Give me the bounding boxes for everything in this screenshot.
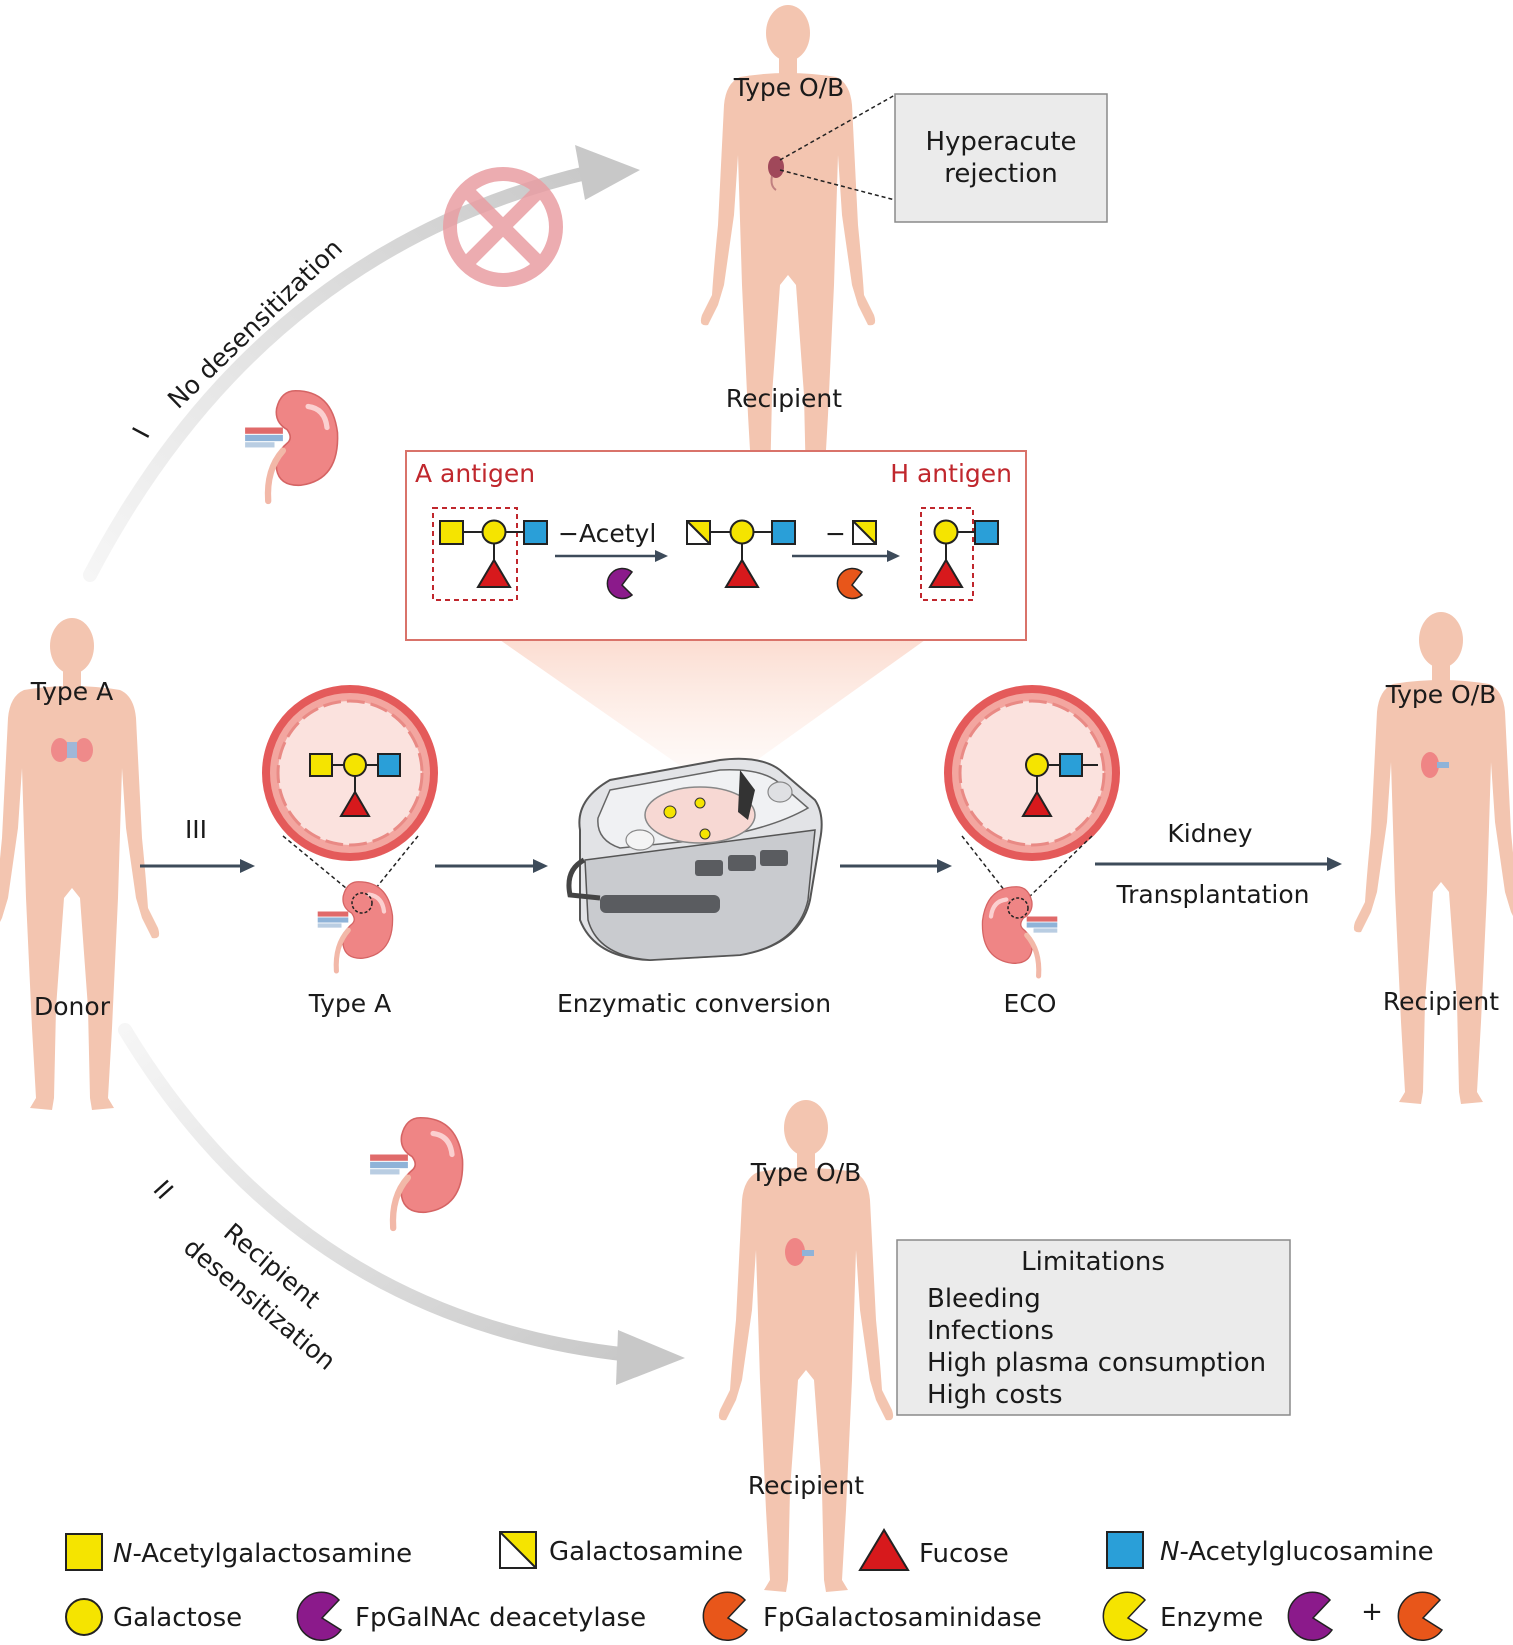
path-3-number: III [185, 815, 207, 844]
fucose-legend-label: Fucose [919, 1539, 1009, 1569]
limitation-item: High costs [927, 1380, 1063, 1410]
donor-label: Donor [34, 992, 111, 1021]
kidney-path-2 [370, 1118, 463, 1228]
eco-zoom-circle [1007, 897, 1029, 919]
path-1-number: I [127, 423, 156, 443]
limitation-item: High plasma consumption [927, 1348, 1266, 1378]
right-recipient-kidney [1421, 752, 1449, 778]
minus-acetyl-label: −Acetyl [558, 519, 656, 548]
path-1-arrowhead [575, 145, 640, 200]
top-recipient-type: Type O/B [733, 73, 845, 102]
hyperacute-box [894, 93, 1108, 223]
zoom-cone [500, 640, 925, 790]
eco-kidney [982, 887, 1057, 976]
combined-enzyme-orange-symbol [1397, 1591, 1444, 1641]
enzyme-legend-label: Enzyme [1160, 1603, 1263, 1633]
galactosamine-removed-icon [852, 520, 877, 545]
glcnac-legend-symbol [1106, 1531, 1144, 1569]
deacetylase-enzyme-icon [606, 567, 634, 600]
callout-line-top [779, 94, 896, 161]
transplantation-arrowhead [1327, 857, 1342, 871]
eco-zoom-line-right [1025, 835, 1093, 901]
path-3-arrowhead [240, 859, 255, 873]
top-recipient-label: Recipient [726, 384, 842, 413]
top-recipient-kidney [768, 156, 784, 191]
donor-type-label: Type A [30, 677, 113, 706]
bottom-recipient-type: Type O/B [750, 1158, 862, 1187]
right-recipient-label: Recipient [1383, 987, 1499, 1016]
galnac-legend-symbol [65, 1533, 103, 1571]
antigen-conversion-box [405, 450, 1027, 641]
callout-line-bottom [779, 169, 896, 201]
combined-enzyme-purple-symbol [1287, 1591, 1334, 1641]
path-2-arrow [118, 1023, 637, 1362]
perfusion-device [566, 757, 823, 962]
donor-kidneys [51, 738, 93, 762]
limitations-title: Limitations [1021, 1247, 1165, 1277]
glcnac-legend-label: N-Acetylglucosamine [1160, 1537, 1434, 1567]
hyperacute-line1: Hyperacute [925, 127, 1076, 157]
from-device-arrowhead [937, 859, 952, 873]
enzymatic-conversion-label: Enzymatic conversion [557, 989, 831, 1018]
kidney-path-1 [245, 391, 338, 501]
type-a-vessel-glycan [309, 753, 401, 817]
a-antigen-label: A antigen [415, 459, 535, 488]
galactose-legend-label: Galactose [113, 1603, 242, 1633]
to-device-arrowhead [533, 859, 548, 873]
h-antigen-glycan [920, 507, 999, 601]
transplantation-label: Transplantation [1115, 880, 1309, 909]
limitation-item: Infections [927, 1316, 1054, 1346]
type-a-zoom-line-left [282, 835, 353, 894]
galactosaminidase-legend-symbol [702, 1591, 749, 1641]
combined-enzyme-plus: + [1361, 1597, 1383, 1627]
deacetylation-arrowhead [655, 550, 668, 562]
legend: N-Acetylgalactosamine Galactosamine Fuco… [65, 1528, 1444, 1641]
eco-vessel-glycan [1021, 753, 1098, 817]
deacetylase-legend-label: FpGalNAc deacetylase [355, 1603, 646, 1633]
galactosaminidase-legend-label: FpGalactosaminidase [763, 1603, 1042, 1633]
limitation-item: Bleeding [927, 1284, 1041, 1314]
hyperacute-line2: rejection [944, 159, 1057, 189]
galactosamine-legend-symbol [499, 1531, 537, 1569]
intermediate-glycan [686, 519, 796, 588]
type-a-kidney-label: Type A [308, 989, 391, 1018]
kidney-word-label: Kidney [1167, 819, 1252, 848]
path-2-number: II [148, 1175, 179, 1205]
prohibited-icon [443, 167, 563, 287]
path-2-arrowhead [616, 1330, 685, 1385]
galactosaminidase-arrowhead [887, 550, 900, 562]
bottom-recipient-kidney [785, 1238, 814, 1266]
galactosaminidase-enzyme-icon [836, 567, 864, 600]
path-1-arrow [83, 165, 597, 582]
path-1-label: No desensitization [162, 233, 348, 414]
deacetylase-legend-symbol [296, 1591, 343, 1641]
type-a-kidney [318, 882, 393, 971]
type-a-zoom-circle [351, 892, 373, 914]
minus-galactosamine-label: − [825, 519, 846, 548]
a-antigen-glycan [432, 507, 548, 601]
enzyme-legend-symbol [1102, 1591, 1149, 1641]
type-a-zoom-line-right [371, 835, 419, 894]
limitations-box [896, 1239, 1291, 1416]
eco-label: ECO [1004, 989, 1057, 1018]
fucose-legend-symbol [858, 1528, 910, 1571]
galactosamine-legend-label: Galactosamine [549, 1537, 743, 1567]
galactose-legend-symbol [65, 1598, 103, 1636]
bottom-recipient-label: Recipient [748, 1471, 864, 1500]
galnac-legend-label: N-Acetylgalactosamine [113, 1539, 412, 1569]
right-recipient-type: Type O/B [1385, 680, 1497, 709]
h-antigen-label: H antigen [890, 459, 1012, 488]
